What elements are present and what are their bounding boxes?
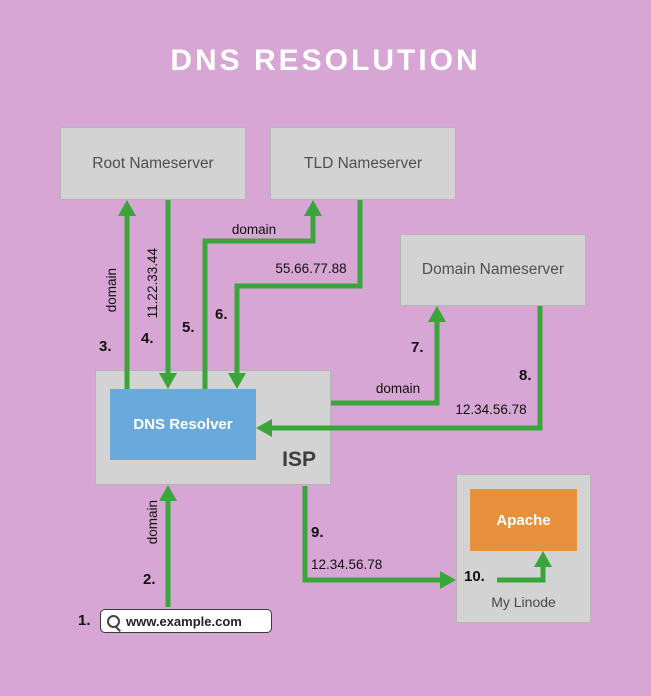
step-6-label: 6. [215, 306, 228, 323]
arrow-9-ip-label: 12.34.56.78 [311, 557, 383, 572]
isp-label: ISP [282, 448, 316, 471]
tld-nameserver-box: TLD Nameserver [270, 127, 456, 200]
apache-label: Apache [496, 511, 551, 529]
root-nameserver-box: Root Nameserver [60, 127, 246, 200]
step-3-label: 3. [99, 338, 112, 355]
step-9-label: 9. [311, 524, 324, 541]
arrow-3-domain-label: domain [104, 268, 119, 313]
step-10-label: 10. [464, 568, 485, 585]
step-1-label: 1. [78, 612, 91, 629]
search-value: www.example.com [126, 613, 242, 629]
dns-resolver-box: DNS Resolver [110, 389, 256, 460]
arrow-4-ip-label: 11.22.33.44 [145, 248, 160, 319]
step-5-label: 5. [182, 319, 195, 336]
domain-nameserver-box: Domain Nameserver [400, 234, 586, 306]
apache-box: Apache [470, 489, 577, 551]
magnifier-icon [107, 614, 120, 628]
step-7-label: 7. [411, 339, 424, 356]
arrow-5-domain-label: domain [231, 222, 277, 237]
my-linode-label: My Linode [491, 594, 556, 610]
tld-nameserver-label: TLD Nameserver [304, 154, 422, 172]
page-title: DNS RESOLUTION [170, 44, 481, 77]
arrow-2-domain-label: domain [145, 500, 160, 545]
search-box[interactable]: www.example.com [100, 609, 272, 633]
arrow-step-5 [202, 200, 323, 389]
arrow-8-ip-label: 12.34.56.78 [455, 402, 527, 417]
step-2-label: 2. [143, 571, 156, 588]
root-nameserver-label: Root Nameserver [92, 154, 214, 172]
domain-nameserver-label: Domain Nameserver [421, 261, 565, 278]
step-8-label: 8. [519, 367, 532, 384]
dns-resolver-label: DNS Resolver [133, 416, 233, 433]
arrow-6-ip-label: 55.66.77.88 [275, 261, 347, 276]
arrow-7-domain-label: domain [375, 381, 421, 396]
step-4-label: 4. [141, 330, 154, 347]
